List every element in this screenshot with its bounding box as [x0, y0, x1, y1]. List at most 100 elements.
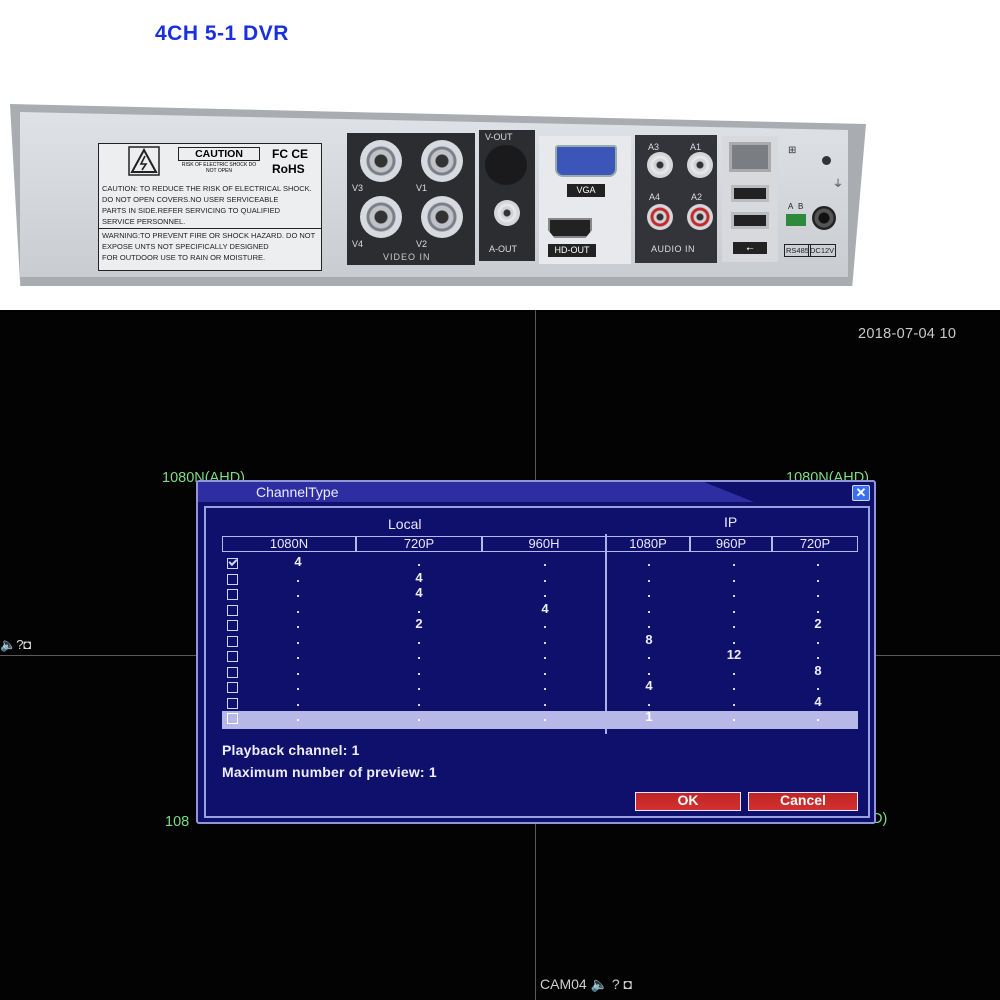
table-cell: .: [296, 631, 300, 647]
table-row[interactable]: .2...2: [222, 616, 858, 634]
row-checkbox[interactable]: [227, 620, 238, 631]
column-header: 960H: [482, 536, 606, 552]
table-cell: .: [296, 585, 300, 600]
table-cell: .: [732, 678, 736, 693]
table-cell: 4: [645, 678, 653, 693]
table-cell: 4: [541, 600, 549, 616]
port-label: A4: [649, 192, 661, 202]
table-cell: .: [543, 662, 547, 678]
rca-port-icon: [687, 204, 713, 230]
caution-divider: [98, 228, 322, 229]
table-cell: .: [417, 631, 421, 647]
table-cell: .: [543, 569, 547, 585]
rs485-label: RS485: [784, 244, 811, 257]
table-cell: .: [816, 709, 820, 724]
hd-out-label: HD-OUT: [548, 244, 596, 257]
warning-text: WARNING:TO PREVENT FIRE OR SHOCK HAZARD.…: [102, 231, 316, 240]
rca-port-icon: [494, 200, 520, 226]
table-cell: 1: [645, 709, 653, 724]
vga-port-icon: [555, 145, 617, 177]
table-row[interactable]: .....8: [222, 662, 858, 681]
table-cell: 2: [814, 616, 822, 631]
table-cell: .: [417, 662, 421, 678]
caution-subheading: RISK OF ELECTRIC SHOCK DO NOT OPEN: [181, 162, 257, 174]
table-row[interactable]: ..4...: [222, 600, 858, 619]
table-cell: .: [732, 693, 736, 709]
table-row[interactable]: ...4..: [222, 678, 858, 696]
rca-port-icon: [647, 204, 673, 230]
a-out-label: A-OUT: [489, 244, 517, 254]
table-cell: .: [647, 693, 651, 709]
table-row[interactable]: ...1..: [222, 709, 858, 729]
row-checkbox[interactable]: [227, 651, 238, 662]
port-label: A3: [648, 142, 660, 152]
group-header-ip: IP: [724, 514, 738, 530]
row-checkbox[interactable]: [227, 666, 238, 678]
table-cell: .: [647, 616, 651, 631]
table-row[interactable]: .4....: [222, 585, 858, 603]
product-title: 4CH 5-1 DVR: [155, 22, 289, 45]
v-out-label: V-OUT: [485, 132, 513, 142]
table-cell: .: [296, 662, 300, 678]
table-cell: .: [732, 554, 736, 569]
ok-button[interactable]: OK: [635, 792, 741, 811]
dvr-monitor-screen: 2018-07-04 10 1080N(AHD) 1080N(AHD) 108 …: [0, 310, 1000, 1000]
table-cell: .: [296, 600, 300, 616]
row-checkbox[interactable]: [227, 573, 238, 585]
ground-symbol-icon: ⏚: [833, 179, 843, 190]
row-checkbox[interactable]: [227, 589, 238, 600]
terminal-b-label: B: [798, 202, 804, 211]
row-checkbox[interactable]: [227, 558, 238, 569]
table-cell: 4: [294, 554, 302, 569]
table-cell: .: [296, 647, 300, 662]
vga-label: VGA: [567, 184, 605, 197]
fcc-ce-mark: FC CE: [272, 147, 308, 161]
table-row[interactable]: 4.....: [222, 554, 858, 572]
port-label: A2: [691, 192, 703, 202]
table-row[interactable]: ....12.: [222, 647, 858, 665]
row-checkbox[interactable]: [227, 682, 238, 693]
table-cell: .: [647, 600, 651, 616]
warning-triangle-icon: [128, 146, 160, 176]
table-cell: .: [647, 554, 651, 569]
table-row[interactable]: ...8..: [222, 631, 858, 650]
table-row[interactable]: .....4: [222, 693, 858, 712]
cancel-button[interactable]: Cancel: [748, 792, 858, 811]
local-ip-separator: [605, 534, 607, 734]
row-checkbox[interactable]: [227, 635, 238, 647]
product-photo: 4CH 5-1 DVR CAUTION RISK OF ELECTRIC SHO…: [0, 0, 1000, 310]
channel-type-label: 108: [165, 814, 190, 830]
playback-channel-text: Playback channel: 1: [222, 742, 360, 758]
row-checkbox[interactable]: [227, 713, 238, 724]
row-checkbox[interactable]: [227, 604, 238, 616]
caution-text: DO NOT OPEN COVERS.NO USER SERVICEABLE: [102, 195, 279, 204]
network-symbol-icon: ⊞: [788, 145, 797, 156]
row-checkbox[interactable]: [227, 697, 238, 709]
table-cell: 2: [415, 616, 423, 631]
group-header-local: Local: [388, 516, 422, 532]
table-row[interactable]: .4....: [222, 569, 858, 588]
table-cell: .: [417, 709, 421, 724]
table-cell: 8: [645, 631, 653, 647]
rohs-mark: RoHS: [272, 162, 305, 176]
table-cell: 4: [415, 569, 423, 585]
question-icon: ?: [611, 976, 620, 992]
table-cell: .: [543, 693, 547, 709]
rs485-terminal-icon: [786, 214, 806, 226]
datetime-display: 2018-07-04 10: [858, 326, 957, 342]
table-cell: .: [543, 554, 547, 569]
bnc-connector-icon: [421, 196, 463, 238]
close-button[interactable]: ✕: [852, 485, 870, 501]
table-cell: .: [296, 569, 300, 585]
table-cell: .: [816, 585, 820, 600]
video-in-label: VIDEO IN: [383, 252, 431, 262]
camera-icon: ◘: [23, 637, 32, 652]
hdmi-port-icon: [548, 218, 592, 238]
table-cell: .: [732, 585, 736, 600]
table-cell: .: [816, 678, 820, 693]
table-cell: .: [732, 600, 736, 616]
rca-port-icon: [687, 152, 713, 178]
column-header: 960P: [690, 536, 772, 552]
table-cell: .: [816, 647, 820, 662]
table-cell: .: [296, 693, 300, 709]
